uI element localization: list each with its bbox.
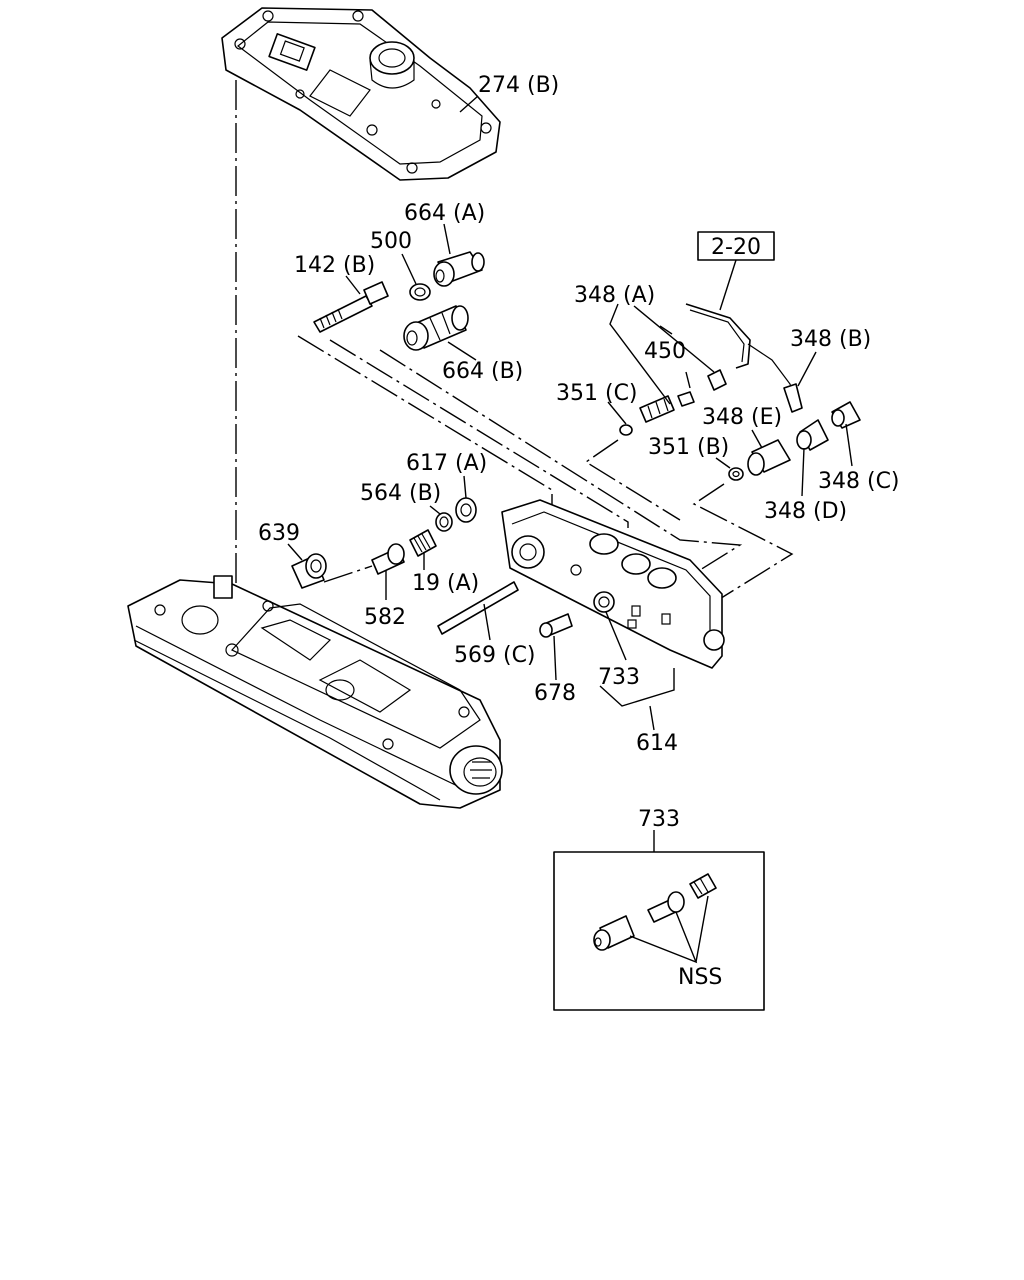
callout-274b: 274 (B) <box>478 73 559 98</box>
callout-639: 639 <box>258 521 300 546</box>
fitting-348e <box>747 439 791 476</box>
callout-348a: 348 (A) <box>574 283 655 308</box>
sensor-664b <box>403 305 469 351</box>
valve-body <box>127 575 503 809</box>
solenoid-body-614 <box>501 499 725 669</box>
o-ring-564b <box>435 512 453 532</box>
chain-line-b <box>329 339 629 528</box>
chain-line-c <box>379 349 743 571</box>
callout-348c: 348 (C) <box>818 469 900 494</box>
washer-351b <box>728 467 744 481</box>
o-ring-500 <box>409 283 431 301</box>
plunger-582 <box>371 543 405 575</box>
bolt-678 <box>539 613 573 638</box>
pin-569c <box>437 581 519 635</box>
sensor-664a <box>433 251 485 287</box>
callout-450: 450 <box>644 339 686 364</box>
leader-lines <box>287 95 853 731</box>
callout-500: 500 <box>370 229 412 254</box>
detail-box-733 <box>553 851 765 1011</box>
callout-664a: 664 (A) <box>404 201 485 226</box>
callout-351c: 351 (C) <box>556 381 638 406</box>
cover-274b <box>221 7 501 181</box>
reference-label: 2-20 <box>711 235 761 260</box>
callout-351b: 351 (B) <box>648 435 729 460</box>
callout-614: 614 <box>636 731 678 756</box>
sensor-348b <box>783 383 803 413</box>
detail-plunger-733 <box>647 891 685 923</box>
nut-348a <box>707 369 727 391</box>
callout-348e: 348 (E) <box>702 405 782 430</box>
callout-569c: 569 (C) <box>454 643 536 668</box>
cap-639 <box>291 553 327 589</box>
detail-spring-733 <box>689 873 717 899</box>
callout-617a: 617 (A) <box>406 451 487 476</box>
spring-19a <box>409 529 437 557</box>
callout-detail-733: 733 <box>638 807 680 832</box>
callout-nss: NSS <box>678 965 722 990</box>
fitting-348c <box>831 401 861 429</box>
callout-348d: 348 (D) <box>764 499 847 524</box>
wire-harness <box>685 303 751 369</box>
callout-733: 733 <box>598 665 640 690</box>
chain-line-e <box>692 483 794 601</box>
callout-19a: 19 (A) <box>412 571 479 596</box>
callout-labels: 274 (B) 664 (A) 500 142 (B) 664 (B) 348 … <box>258 73 900 990</box>
callout-582: 582 <box>364 605 406 630</box>
callout-678: 678 <box>534 681 576 706</box>
plug-617a <box>455 497 477 523</box>
callout-564b: 564 (B) <box>360 481 441 506</box>
spring-450 <box>677 391 695 407</box>
washer-351c <box>619 424 633 436</box>
bolt-142b <box>313 281 389 333</box>
callout-664b: 664 (B) <box>442 359 523 384</box>
fitting-348a <box>639 395 675 423</box>
chain-line-d <box>584 439 681 521</box>
fitting-348d <box>796 419 829 451</box>
reference-box <box>697 231 775 261</box>
detail-valve-733 <box>593 915 635 951</box>
chain-line-f <box>323 565 373 583</box>
callout-142b: 142 (B) <box>294 253 375 278</box>
callout-348b: 348 (B) <box>790 327 871 352</box>
